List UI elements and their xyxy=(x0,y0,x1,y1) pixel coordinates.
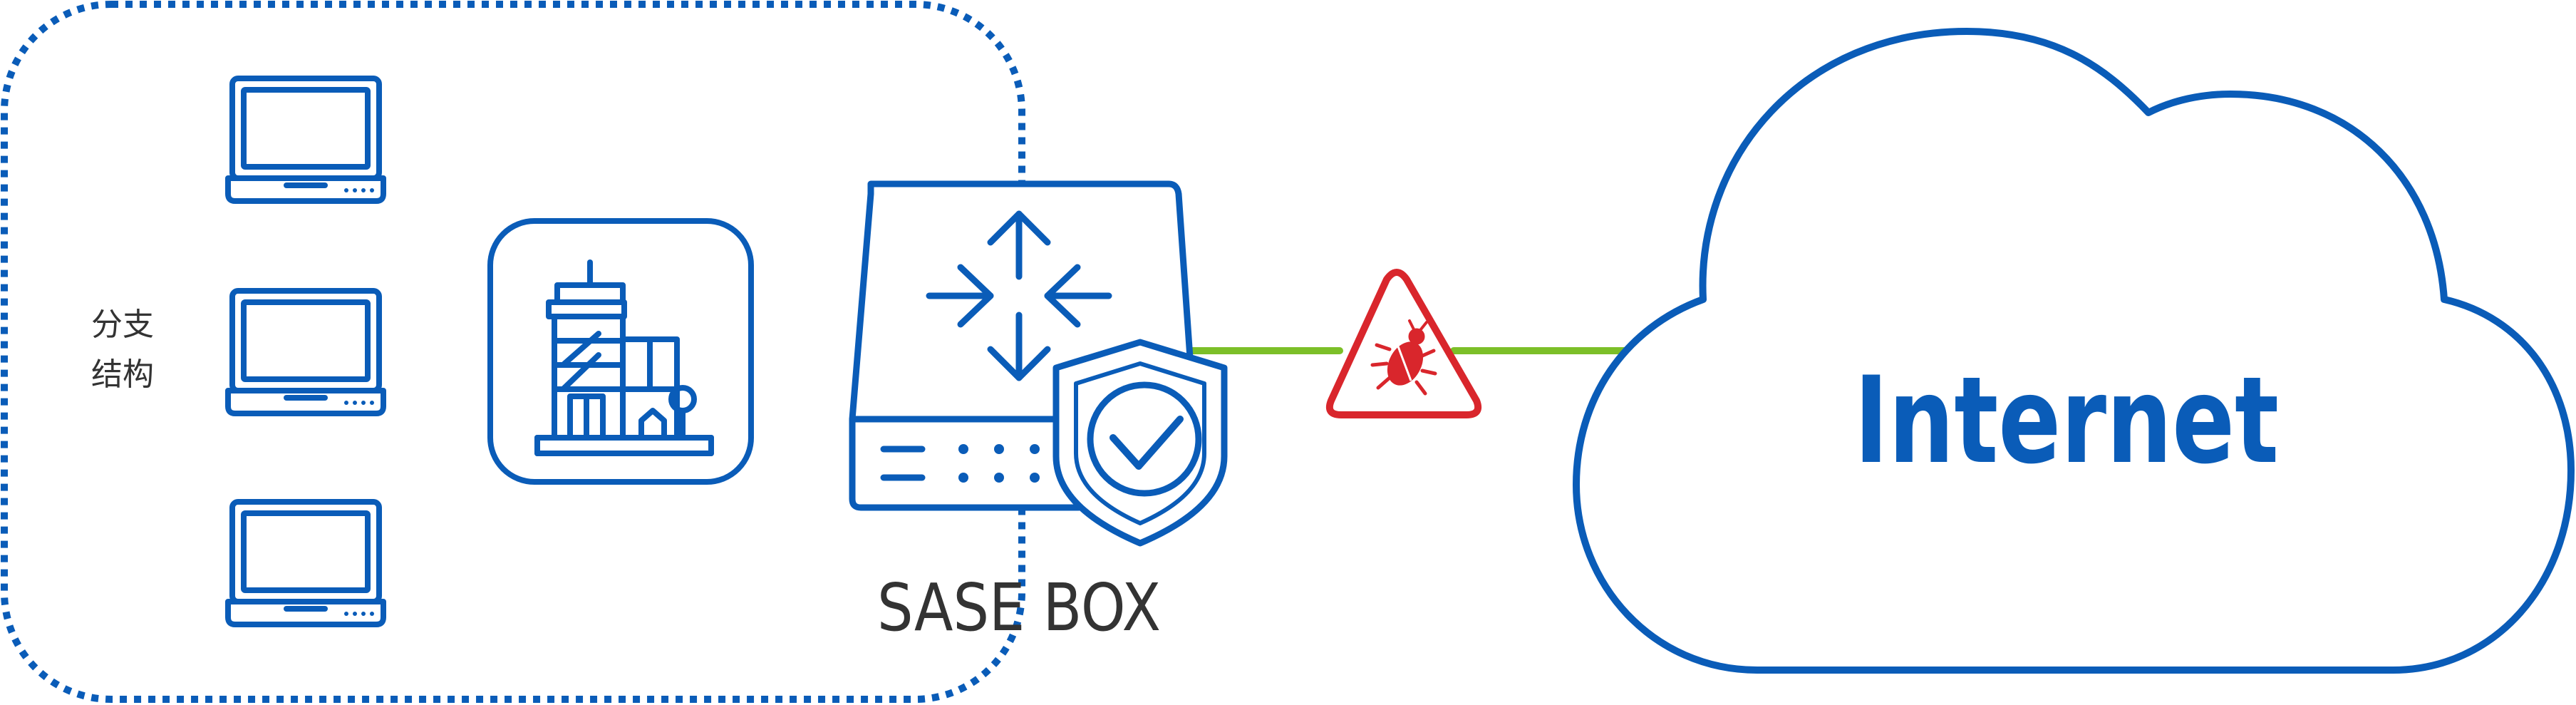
laptop-icon xyxy=(225,499,386,627)
sase-box-label: SASE BOX xyxy=(877,570,1161,646)
branch-label-line2: 结构 xyxy=(91,356,154,393)
shield-check-icon xyxy=(1052,339,1228,547)
sase-router-icon xyxy=(849,180,1198,511)
cloud-icon xyxy=(1573,28,2575,674)
office-building-icon xyxy=(487,218,754,485)
branch-label-line1: 分支 xyxy=(91,307,154,343)
laptop-icon xyxy=(225,288,386,416)
internet-label: Internet xyxy=(1854,351,2279,490)
warning-bug-icon xyxy=(1325,269,1482,418)
laptop-icon xyxy=(225,76,386,204)
